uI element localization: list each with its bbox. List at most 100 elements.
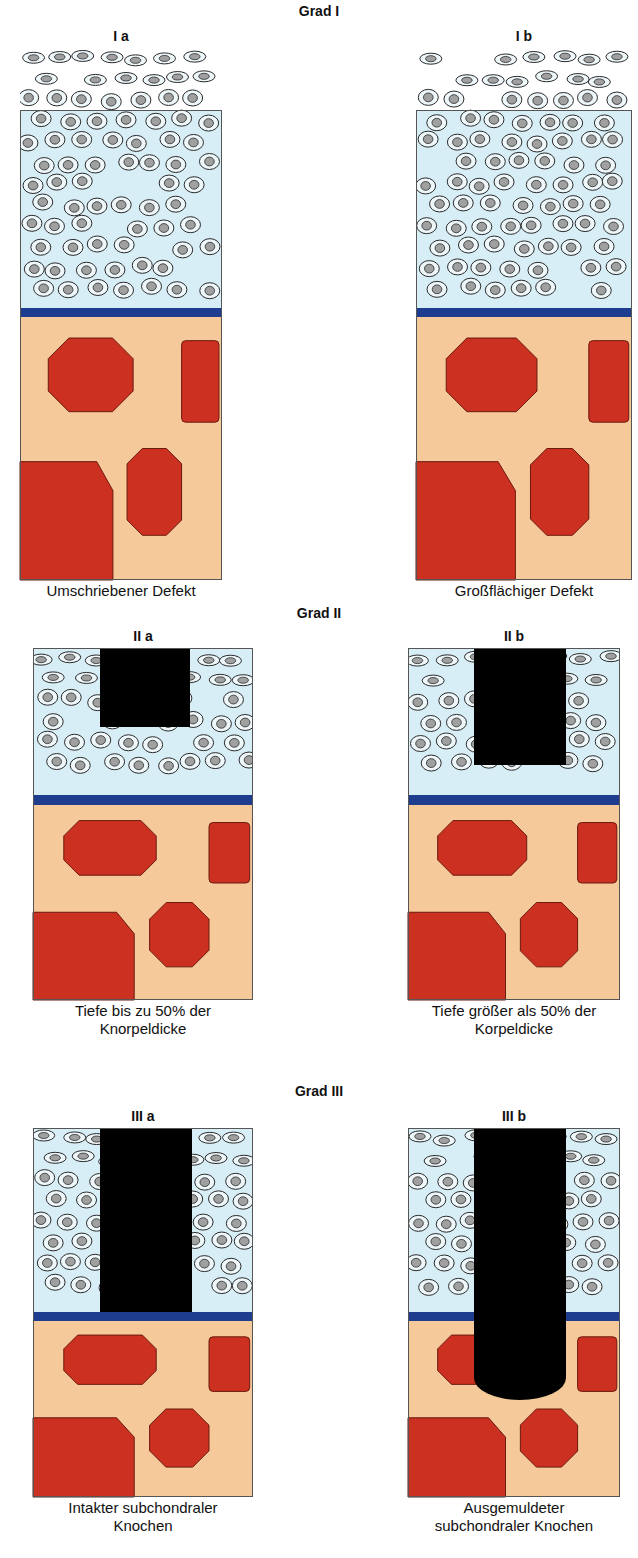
cell-nucleus bbox=[423, 93, 433, 102]
cell-nucleus bbox=[452, 718, 462, 727]
chondrocyte bbox=[34, 158, 54, 174]
chondrocyte bbox=[561, 239, 581, 255]
cell-nucleus bbox=[52, 178, 62, 187]
chondrocyte bbox=[126, 135, 146, 151]
panel-outline bbox=[34, 1129, 253, 1497]
chondrocyte bbox=[234, 1233, 253, 1249]
cell-nucleus bbox=[225, 658, 236, 664]
cell-nucleus bbox=[81, 675, 92, 681]
cell-nucleus bbox=[466, 282, 476, 291]
cell-nucleus bbox=[454, 1282, 464, 1291]
chondrocyte bbox=[583, 756, 603, 772]
cell-nucleus bbox=[108, 136, 118, 145]
cell-body bbox=[419, 1279, 439, 1295]
cell-nucleus bbox=[423, 135, 433, 144]
chondrocyte bbox=[105, 262, 125, 278]
chondrocyte bbox=[58, 282, 78, 298]
cell-body bbox=[594, 238, 614, 254]
cell-nucleus bbox=[441, 1220, 451, 1229]
cell-nucleus bbox=[204, 657, 215, 663]
cell-body bbox=[607, 92, 627, 108]
cell-nucleus bbox=[172, 285, 182, 294]
cell-nucleus bbox=[608, 135, 618, 144]
cell-nucleus bbox=[77, 53, 88, 59]
cell-body bbox=[47, 90, 67, 106]
cell-body bbox=[500, 261, 520, 277]
cell-nucleus bbox=[77, 219, 87, 228]
cell-body bbox=[553, 92, 573, 108]
chondrocyte bbox=[458, 237, 478, 253]
cell-body bbox=[563, 115, 583, 131]
cell-body bbox=[154, 220, 174, 236]
cell-body bbox=[173, 242, 193, 258]
cell-nucleus bbox=[413, 1177, 423, 1186]
cell-nucleus bbox=[507, 95, 517, 104]
chondrocyte bbox=[180, 217, 200, 233]
cell-nucleus bbox=[591, 718, 601, 727]
cell-nucleus bbox=[217, 719, 227, 728]
cell-body bbox=[422, 675, 444, 686]
chondrocyte bbox=[430, 196, 450, 212]
cell-nucleus bbox=[92, 1219, 102, 1228]
chondrocyte bbox=[420, 53, 442, 64]
cell-body bbox=[87, 236, 107, 252]
cell-nucleus bbox=[540, 157, 550, 166]
chondrocyte bbox=[482, 75, 504, 86]
subchondral-bone bbox=[33, 1321, 253, 1497]
cell-body bbox=[44, 218, 64, 234]
cell-nucleus bbox=[119, 240, 129, 249]
chondrocyte bbox=[553, 92, 573, 108]
chondrocyte bbox=[226, 1173, 246, 1189]
cell-body bbox=[494, 174, 514, 190]
grade-panel: II aTiefe bis zu 50% der Knorpeldicke bbox=[33, 626, 253, 1038]
cell-nucleus bbox=[431, 1195, 441, 1204]
chondrocyte bbox=[427, 281, 447, 297]
cell-body bbox=[20, 135, 38, 151]
panel-outline bbox=[34, 649, 253, 1000]
cell-nucleus bbox=[464, 241, 474, 250]
cell-nucleus bbox=[64, 654, 75, 660]
cartilage-layer bbox=[416, 110, 632, 308]
chondrocyte bbox=[46, 1191, 66, 1207]
cell-body bbox=[581, 1191, 601, 1207]
cell-nucleus bbox=[119, 286, 129, 295]
cell-body bbox=[421, 715, 441, 731]
cell-nucleus bbox=[442, 737, 452, 746]
cell-nucleus bbox=[27, 219, 37, 228]
chondrocyte bbox=[585, 1236, 605, 1252]
cell-nucleus bbox=[66, 117, 76, 126]
cell-body bbox=[606, 259, 626, 275]
cell-body bbox=[193, 1214, 213, 1230]
cell-body bbox=[436, 655, 458, 666]
chondrocyte bbox=[484, 112, 504, 128]
cell-nucleus bbox=[36, 114, 46, 123]
cell-body bbox=[71, 1277, 91, 1293]
cell-nucleus bbox=[69, 1134, 80, 1140]
cell-nucleus bbox=[244, 756, 253, 765]
cell-nucleus bbox=[76, 1280, 86, 1289]
chondrocyte bbox=[564, 157, 584, 173]
chondrocyte bbox=[159, 175, 179, 191]
chondrocyte bbox=[604, 218, 624, 234]
cell-body bbox=[114, 282, 134, 298]
chondrocyte bbox=[71, 91, 91, 107]
cell-nucleus bbox=[451, 224, 461, 233]
cell-body bbox=[180, 217, 200, 233]
cell-body bbox=[127, 221, 147, 237]
chondrocyte bbox=[599, 1213, 619, 1229]
cell-body bbox=[581, 260, 601, 276]
chondrocyte bbox=[43, 714, 63, 730]
panel-caption: Großflächiger Defekt bbox=[419, 582, 629, 600]
cell-nucleus bbox=[435, 200, 445, 209]
chondrocyte bbox=[233, 1155, 253, 1166]
cell-nucleus bbox=[453, 263, 463, 272]
cell-nucleus bbox=[507, 138, 517, 147]
cell-body bbox=[159, 758, 179, 774]
cell-nucleus bbox=[28, 181, 38, 190]
chondrocyte bbox=[31, 239, 51, 255]
cell-nucleus bbox=[68, 243, 78, 252]
chondrocyte bbox=[224, 735, 244, 751]
chondrocyte bbox=[64, 200, 84, 216]
cell-body bbox=[409, 1131, 431, 1142]
chondrocyte bbox=[601, 1173, 620, 1189]
